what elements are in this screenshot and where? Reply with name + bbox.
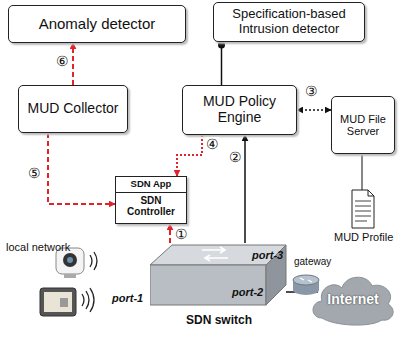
- detector-box: Anomaly detector: [8, 5, 186, 43]
- text-label: port-1: [112, 292, 143, 304]
- node-text: SDN App: [116, 177, 186, 193]
- node-text: MUD Policy Engine: [188, 94, 291, 125]
- controller-box: SDN AppSDN Controller: [115, 176, 187, 224]
- text-label: MUD Profile: [334, 231, 393, 243]
- node-text: SDN Controller: [116, 193, 186, 219]
- callout-number: ⑤: [28, 166, 41, 181]
- document-icon: [352, 155, 374, 228]
- connector: [221, 45, 223, 85]
- switch-top: [150, 245, 286, 265]
- text-label: gateway: [294, 256, 331, 267]
- switch-arrows: [202, 247, 228, 261]
- callout-number: ④: [206, 137, 219, 152]
- node-text: Specification-based Intrusion detector: [219, 7, 359, 36]
- node-text: Anomaly detector: [39, 16, 156, 33]
- callout-number: ③: [305, 84, 318, 99]
- wireless-symbol: [82, 252, 97, 312]
- server-box: MUD File Server: [331, 96, 395, 154]
- connector: [297, 109, 331, 111]
- callout-number: ⑥: [56, 54, 69, 69]
- process-box: MUD Policy Engine: [182, 85, 297, 135]
- callout-number: ②: [229, 150, 242, 165]
- text-label: local network: [6, 241, 70, 253]
- switch-front: [150, 265, 266, 305]
- node-text: MUD Collector: [27, 101, 118, 117]
- connector: [72, 43, 74, 85]
- detector-box: Specification-based Intrusion detector: [213, 2, 365, 42]
- connector: [48, 133, 115, 204]
- connector-dot: [218, 42, 225, 49]
- router-icon: [293, 275, 319, 295]
- connector: [286, 291, 318, 293]
- tablet-icon: [40, 288, 76, 316]
- connector: [177, 135, 202, 176]
- node-text: Internet: [308, 292, 398, 308]
- node-text: MUD File Server: [337, 113, 389, 138]
- connector: [244, 135, 246, 243]
- text-label: port-2: [232, 286, 263, 298]
- node-text: SDN switch: [186, 314, 252, 327]
- process-box: MUD Collector: [18, 85, 128, 133]
- connector: [169, 224, 171, 243]
- callout-number: ①: [175, 227, 188, 242]
- text-label: port-3: [252, 249, 283, 261]
- cloud-node: Internet: [308, 266, 398, 328]
